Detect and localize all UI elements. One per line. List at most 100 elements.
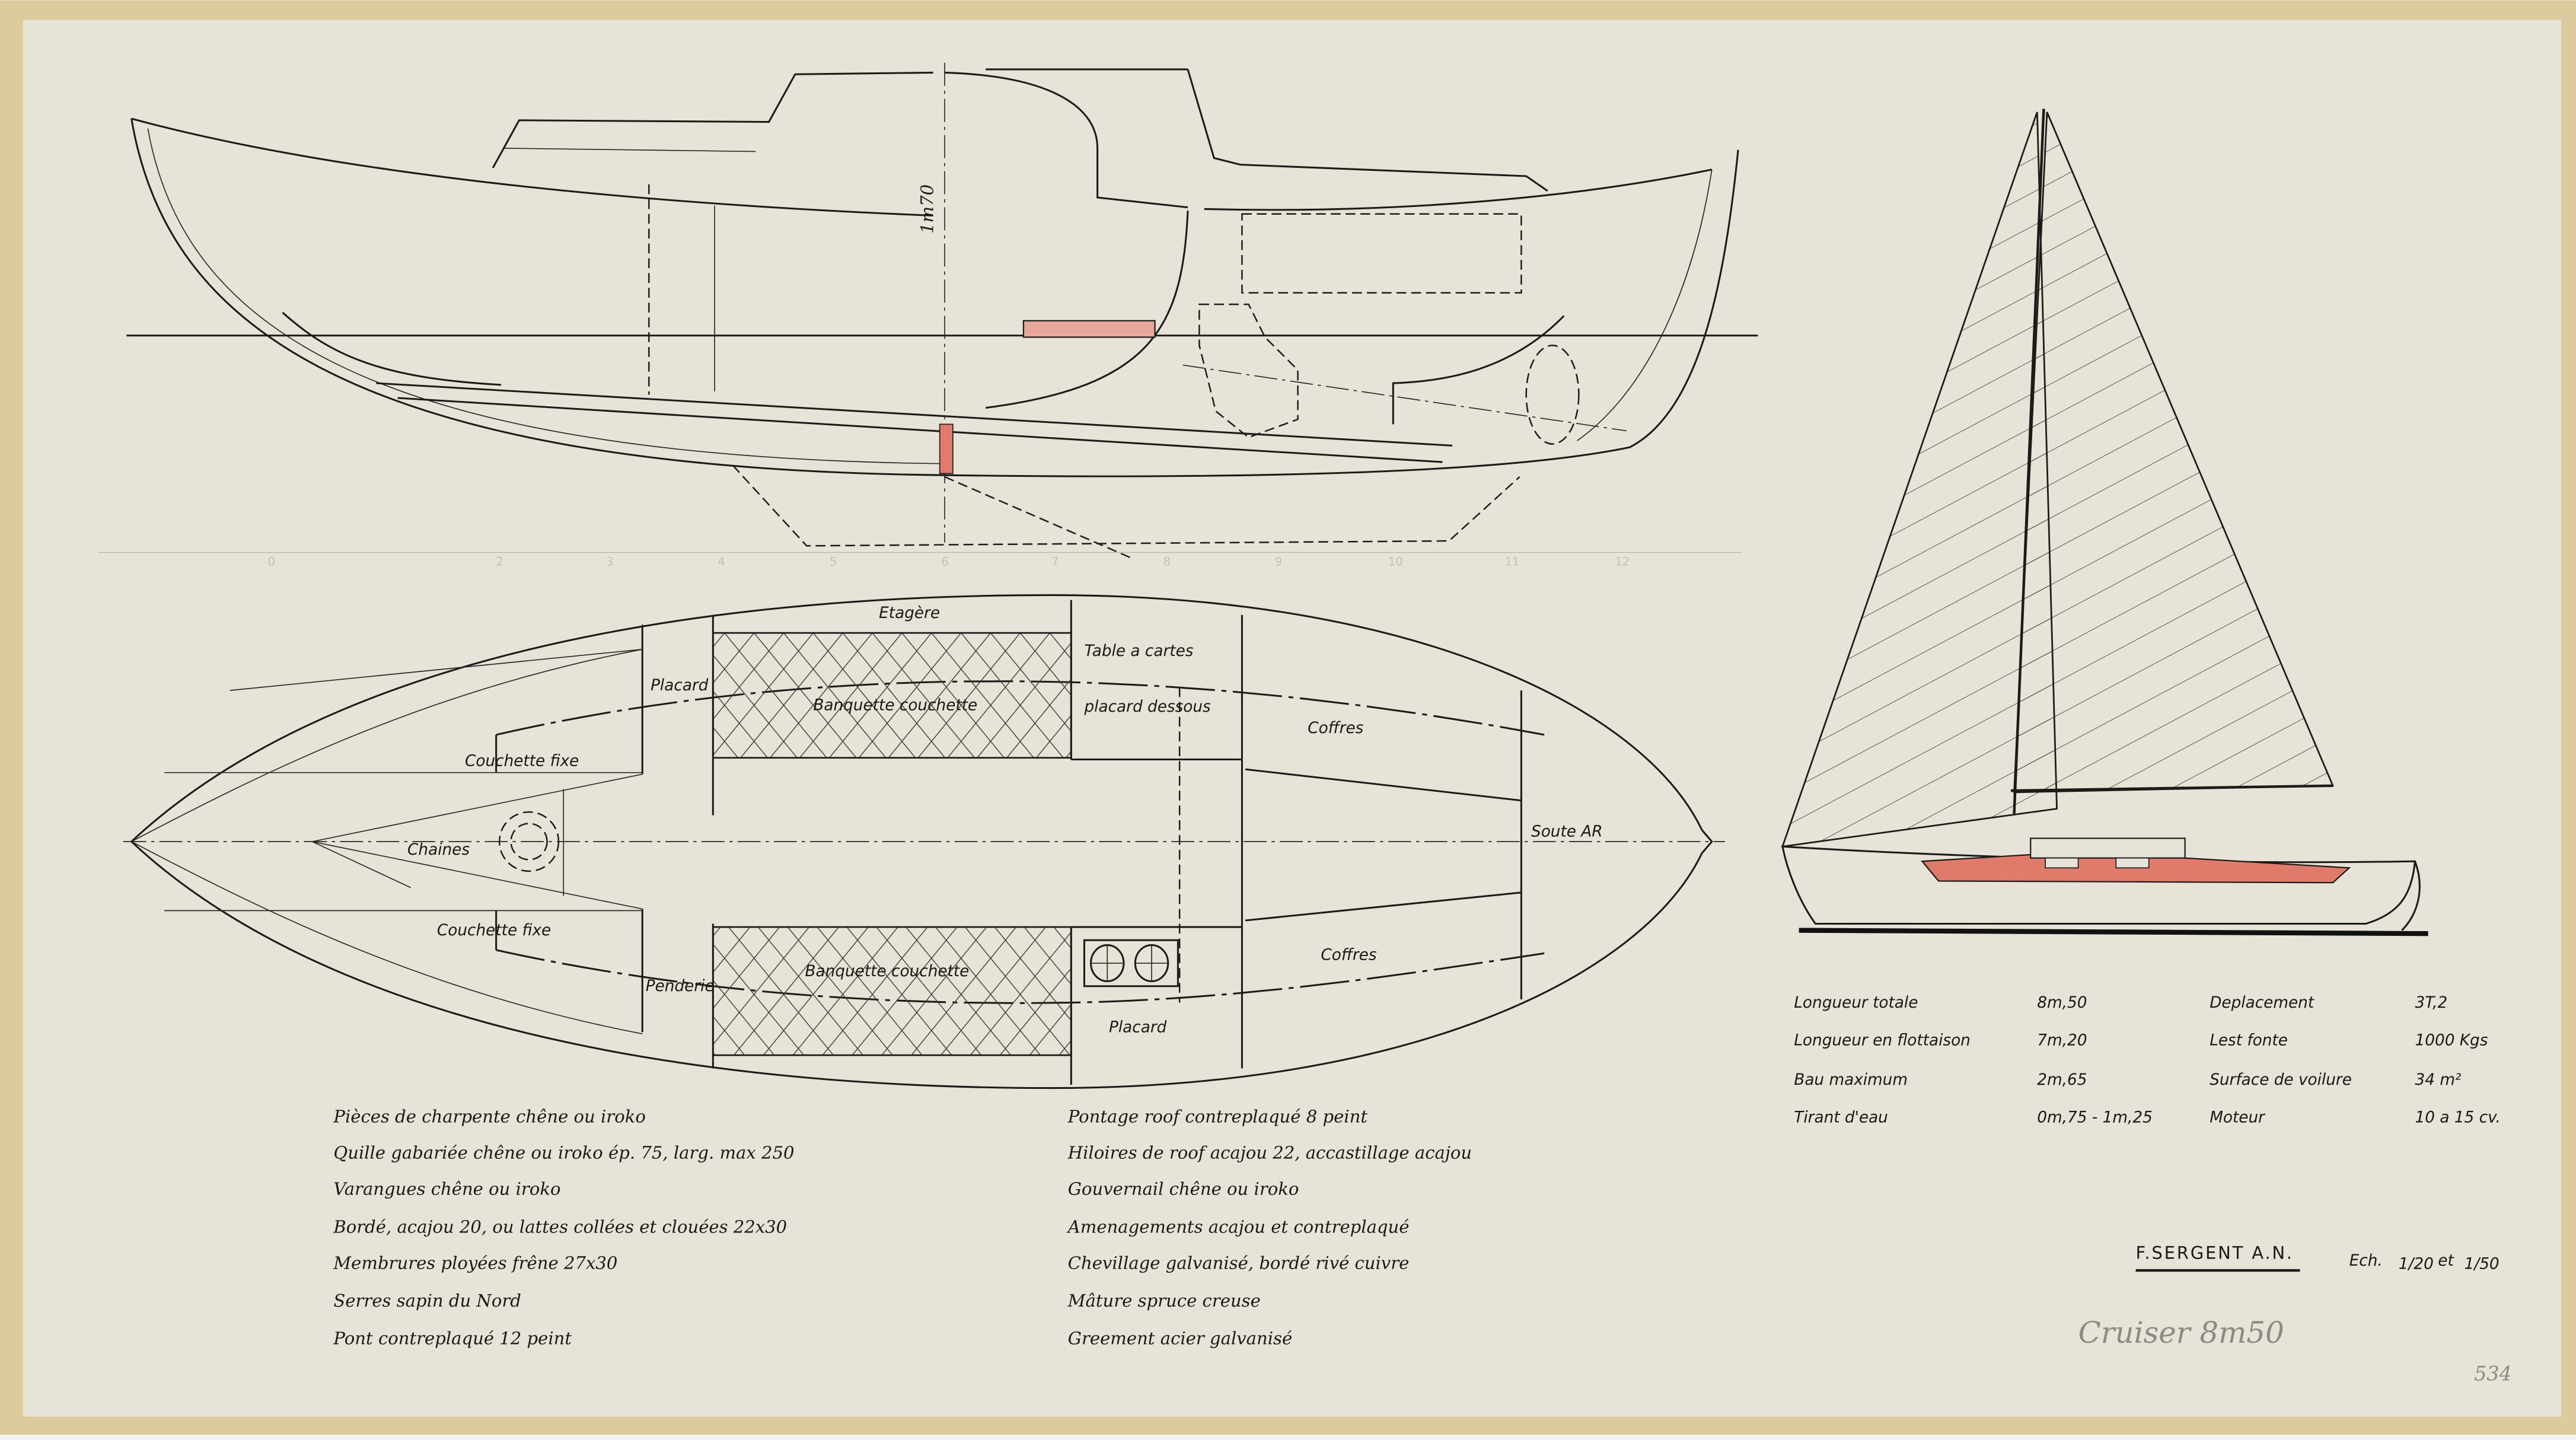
spec-value: 34 m² bbox=[2415, 1071, 2462, 1089]
station-label: 4 bbox=[718, 555, 725, 569]
scale-prefix: Ech. bbox=[2349, 1252, 2383, 1270]
note-line: Pièces de charpente chêne ou iroko bbox=[333, 1107, 645, 1127]
spec-label: Longueur totale bbox=[1794, 994, 1918, 1012]
fwd-berth-curve bbox=[282, 311, 502, 386]
pencil-model-note: Cruiser 8m50 bbox=[2078, 1315, 2284, 1350]
label-soute: Soute AR bbox=[1531, 823, 1603, 841]
station-numbers: 0 2 3 4 5 6 7 8 9 10 11 12 bbox=[268, 555, 1630, 569]
label-banquette-top: Banquette couchette bbox=[813, 696, 977, 714]
station-label: 3 bbox=[606, 555, 613, 569]
spec-value: 3T,2 bbox=[2415, 994, 2448, 1012]
floor-line-1 bbox=[376, 382, 1453, 447]
note-line: Hiloires de roof acajou 22, accastillage… bbox=[1067, 1143, 1472, 1163]
sheer-fwd bbox=[131, 117, 933, 217]
label-placard-dessous: placard dessous bbox=[1083, 698, 1211, 716]
spec-label: Moteur bbox=[2210, 1109, 2266, 1127]
note-line: Serres sapin du Nord bbox=[333, 1291, 521, 1311]
cockpit bbox=[1187, 69, 1548, 192]
construction-notes-left: Pièces de charpente chêne ou iroko Quill… bbox=[333, 1107, 794, 1349]
note-line: Greement acier galvanisé bbox=[1068, 1329, 1292, 1349]
shaft-line bbox=[1182, 364, 1627, 432]
note-line: Membrures ployées frêne 27x30 bbox=[333, 1253, 617, 1273]
engine-dashed bbox=[1198, 303, 1299, 438]
note-line: Quille gabariée chêne ou iroko ép. 75, l… bbox=[333, 1143, 794, 1163]
note-line: Mâture spruce creuse bbox=[1067, 1291, 1261, 1311]
construction-notes-right: Pontage roof contreplaqué 8 peint Hiloir… bbox=[1066, 1107, 1472, 1349]
aft-deck bbox=[1204, 168, 1713, 211]
station-label: 7 bbox=[1051, 555, 1059, 569]
label-chaines: Chaines bbox=[407, 841, 470, 859]
hatch bbox=[944, 71, 1188, 209]
spec-label: Bau maximum bbox=[1794, 1071, 1908, 1089]
stove bbox=[1083, 939, 1179, 987]
chain-locker-outer bbox=[498, 811, 560, 872]
locker-dashed bbox=[1241, 213, 1522, 294]
cabin-top bbox=[2030, 837, 2186, 859]
coffre-line bbox=[1245, 768, 1522, 802]
cabin-side-red bbox=[1921, 854, 2351, 884]
cabin-roof bbox=[492, 71, 933, 168]
title-block: F.SERGENT A.N. Ech. 1/20 et 1/50 Cruiser… bbox=[2078, 1243, 2512, 1385]
floorboard-red bbox=[1022, 320, 1156, 338]
station-label: 12 bbox=[1615, 555, 1630, 569]
note-line: Pont contreplaqué 12 peint bbox=[333, 1329, 572, 1349]
station-label: 2 bbox=[496, 555, 503, 569]
specifications: Longueur totale 8m,50 Longueur en flotta… bbox=[1794, 994, 2501, 1127]
station-label: 11 bbox=[1505, 555, 1520, 569]
station-label: 0 bbox=[268, 555, 275, 569]
station-label: 6 bbox=[941, 555, 948, 569]
label-table-a-cartes: Table a cartes bbox=[1084, 642, 1193, 660]
floor-line-2 bbox=[397, 397, 1443, 463]
height-dimension-label: 1m70 bbox=[917, 184, 938, 234]
label-banquette-bottom: Banquette couchette bbox=[805, 963, 970, 980]
chain-locker-inner bbox=[510, 823, 548, 861]
station-label: 8 bbox=[1163, 555, 1170, 569]
waterline-black bbox=[1799, 928, 2428, 936]
note-line: Amenagements acajou et contreplaqué bbox=[1066, 1216, 1410, 1237]
note-line: Chevillage galvanisé, bordé rivé cuivre bbox=[1068, 1253, 1410, 1273]
label-couchette-fixe-top: Couchette fixe bbox=[465, 753, 579, 770]
bulkhead-curve bbox=[986, 211, 1189, 409]
note-line: Bordé, acajou 20, ou lattes collées et c… bbox=[333, 1216, 787, 1237]
label-penderie: Penderie bbox=[646, 977, 715, 995]
aft-berth-curve bbox=[1392, 315, 1565, 425]
spec-label: Surface de voilure bbox=[2210, 1071, 2352, 1089]
keel-bolt-red bbox=[939, 423, 954, 474]
rudder-side bbox=[2401, 861, 2421, 931]
side-hull bbox=[1781, 845, 2416, 925]
note-line: Varangues chêne ou iroko bbox=[333, 1179, 560, 1199]
spec-value: 1000 Kgs bbox=[2415, 1032, 2488, 1050]
label-placard-fwd: Placard bbox=[651, 677, 709, 694]
spec-label: Tirant d'eau bbox=[1794, 1109, 1888, 1127]
designer-name: F.SERGENT A.N. bbox=[2136, 1243, 2294, 1263]
plan-view: Etagère Placard Table a cartes Banquette… bbox=[123, 594, 1725, 1089]
spec-value: 8m,50 bbox=[2037, 994, 2087, 1012]
profile-view: 1m70 0 2 3 4 5 6 7 8 9 10 11 12 bbox=[126, 62, 1758, 569]
pencil-sheet-number: 534 bbox=[2474, 1362, 2511, 1385]
coffre-line bbox=[1245, 891, 1522, 922]
scale-join: et bbox=[2438, 1252, 2454, 1270]
spec-label: Deplacement bbox=[2210, 994, 2315, 1012]
note-line: Gouvernail chêne ou iroko bbox=[1068, 1179, 1299, 1199]
spec-label: Longueur en flottaison bbox=[1794, 1032, 1971, 1050]
scale-1: 1/20 bbox=[2399, 1255, 2434, 1273]
label-placard-aft: Placard bbox=[1109, 1018, 1167, 1036]
station-label: 5 bbox=[830, 555, 837, 569]
banquette-bottom bbox=[712, 926, 1072, 1056]
banquette-top bbox=[712, 632, 1072, 759]
porthole bbox=[2045, 857, 2079, 869]
spec-value: 0m,75 - 1m,25 bbox=[2037, 1109, 2153, 1127]
spec-label: Lest fonte bbox=[2210, 1032, 2288, 1050]
boom bbox=[2010, 784, 2333, 792]
fwd-lines bbox=[131, 649, 643, 1034]
hull-outline bbox=[130, 594, 1713, 1089]
scale-2: 1/50 bbox=[2465, 1255, 2500, 1273]
note-line: Pontage roof contreplaqué 8 peint bbox=[1067, 1107, 1368, 1127]
propeller-aperture bbox=[1525, 345, 1580, 445]
spec-value: 10 a 15 cv. bbox=[2415, 1109, 2501, 1127]
label-coffres-top: Coffres bbox=[1308, 719, 1363, 737]
hull-inner bbox=[147, 128, 945, 464]
porthole bbox=[2115, 857, 2150, 869]
keel-dashed bbox=[732, 464, 1520, 547]
